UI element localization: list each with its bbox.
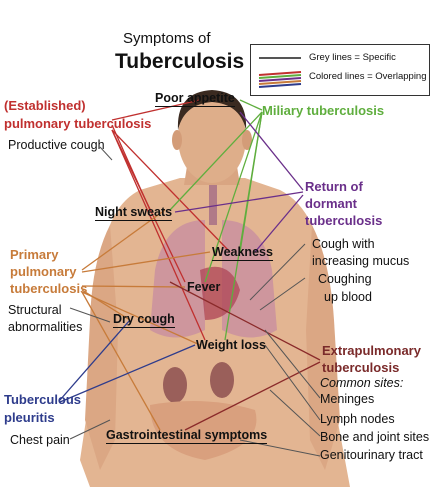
right-arm xyxy=(306,225,340,470)
return-label: Return of xyxy=(305,179,363,194)
site-meninges: Meninges xyxy=(320,392,375,406)
coughing-label: Coughing xyxy=(318,272,372,286)
site-genitourinary: Genitourinary tract xyxy=(320,448,423,462)
increasing-mucus-label: increasing mucus xyxy=(312,254,410,268)
dormant-tb-label: tuberculosis xyxy=(305,213,383,228)
dormant-label: dormant xyxy=(305,196,357,211)
fever-label: Fever xyxy=(187,280,221,294)
poor-appetite-label: Poor appetite xyxy=(155,91,235,107)
abnormalities-label: abnormalities xyxy=(8,320,83,334)
structural-label: Structural xyxy=(8,303,62,317)
extrapulmonary-label: Extrapulmonary xyxy=(322,343,421,358)
up-blood-label: up blood xyxy=(324,290,372,304)
primary-pulmonary-label: pulmonary xyxy=(10,264,77,279)
weight-loss-label: Weight loss xyxy=(196,338,266,352)
pleuritis-label: pleuritis xyxy=(4,410,55,425)
pulmonary-label: pulmonary tuberculosis xyxy=(4,116,152,131)
extra-tb-label: tuberculosis xyxy=(322,360,400,375)
title-line2: Tuberculosis xyxy=(115,50,245,73)
right-ear xyxy=(242,130,252,150)
legend-swatches xyxy=(258,57,302,88)
tuberculous-label: Tuberculous xyxy=(4,392,82,407)
established-label: (Established) xyxy=(4,98,86,113)
left-kidney xyxy=(163,367,187,403)
legend-overlapping: Colored lines = Overlapping xyxy=(309,71,427,82)
dry-cough-label: Dry cough xyxy=(113,312,175,328)
legend-box: Grey lines = Specific Colored lines = Ov… xyxy=(250,44,430,96)
primary-tb-label: tuberculosis xyxy=(10,281,88,296)
chest-pain-label: Chest pain xyxy=(10,433,70,447)
common-sites-label: Common sites: xyxy=(320,376,404,390)
trachea xyxy=(209,185,217,225)
right-kidney xyxy=(210,362,234,398)
left-ear xyxy=(172,130,182,150)
title-line1: Symptoms of xyxy=(123,30,211,47)
site-lymph-nodes: Lymph nodes xyxy=(320,412,395,426)
miliary-label: Miliary tuberculosis xyxy=(262,103,385,118)
weakness-label: Weakness xyxy=(212,245,273,261)
cough-with-label: Cough with xyxy=(312,237,375,251)
legend-specific: Grey lines = Specific xyxy=(309,52,396,63)
gastrointestinal-label: Gastrointestinal symptoms xyxy=(106,428,268,444)
site-bone-joint: Bone and joint sites xyxy=(320,430,430,444)
productive-cough-label: Productive cough xyxy=(8,138,105,152)
head xyxy=(178,93,246,183)
hair xyxy=(177,90,247,130)
intestines xyxy=(150,401,257,460)
night-sweats-label: Night sweats xyxy=(95,205,173,221)
primary-label: Primary xyxy=(10,247,59,262)
torso xyxy=(80,178,350,487)
